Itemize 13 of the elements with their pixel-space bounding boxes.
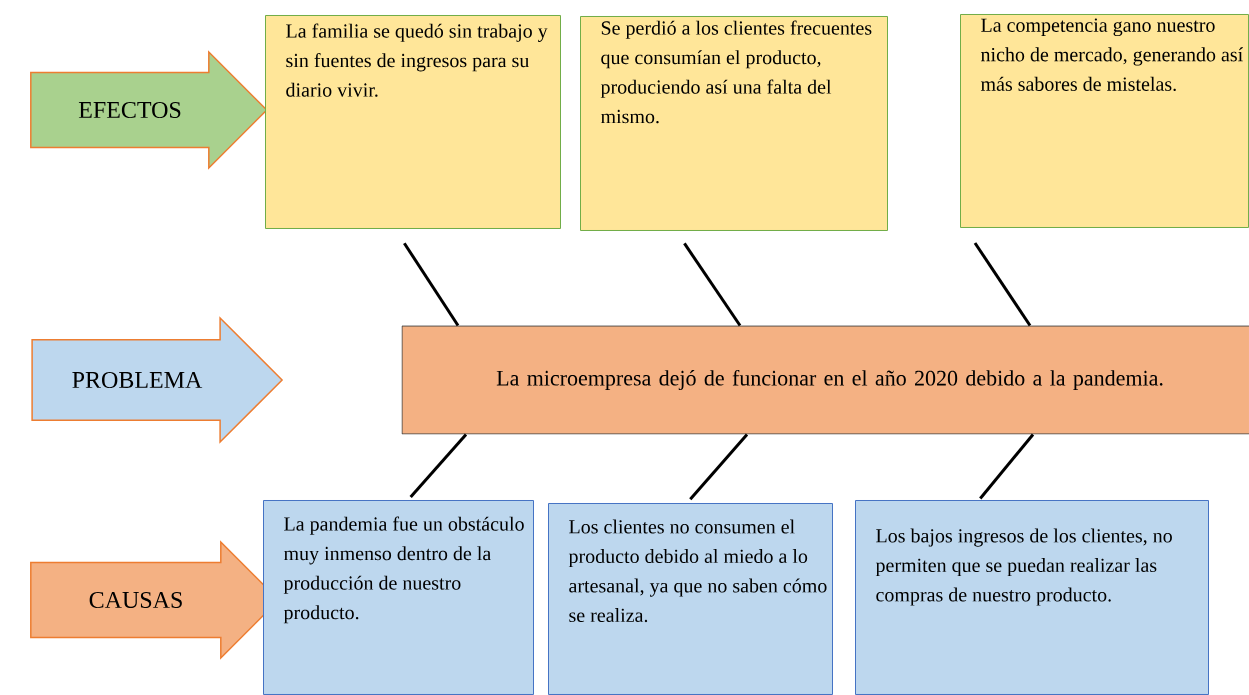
bone-line	[403, 242, 460, 327]
bone-line	[689, 433, 749, 501]
bone-line	[979, 433, 1035, 500]
effect-box: La familia se quedó sin trabajo y sin fuentes de ingresos para su diario vivir.	[265, 15, 561, 229]
cause-box: Los bajos ingresos de los clientes, no permiten que se puedan realizar las compras de nuestro producto.	[855, 500, 1209, 695]
cause-box: Los clientes no consumen el producto debido al miedo a lo artesanal, ya que no saben cómo se realiza.	[548, 503, 833, 695]
bone-line	[409, 433, 468, 498]
cause-box: La pandemia fue un obstáculo muy inmenso dentro de la producción de nuestro producto.	[263, 500, 534, 695]
effect-box: Se perdió a los clientes frecuentes que consumían el producto, produciendo así una falta del mismo.	[580, 16, 888, 231]
effect-box: La competencia gano nuestro nicho de mercado, generando así más sabores de mistelas.	[960, 14, 1249, 228]
bone-line	[973, 242, 1032, 327]
problem-box: La microempresa dejó de funcionar en el año 2020 debido a la pandemia.	[401, 325, 1249, 435]
bone-line	[683, 242, 742, 327]
